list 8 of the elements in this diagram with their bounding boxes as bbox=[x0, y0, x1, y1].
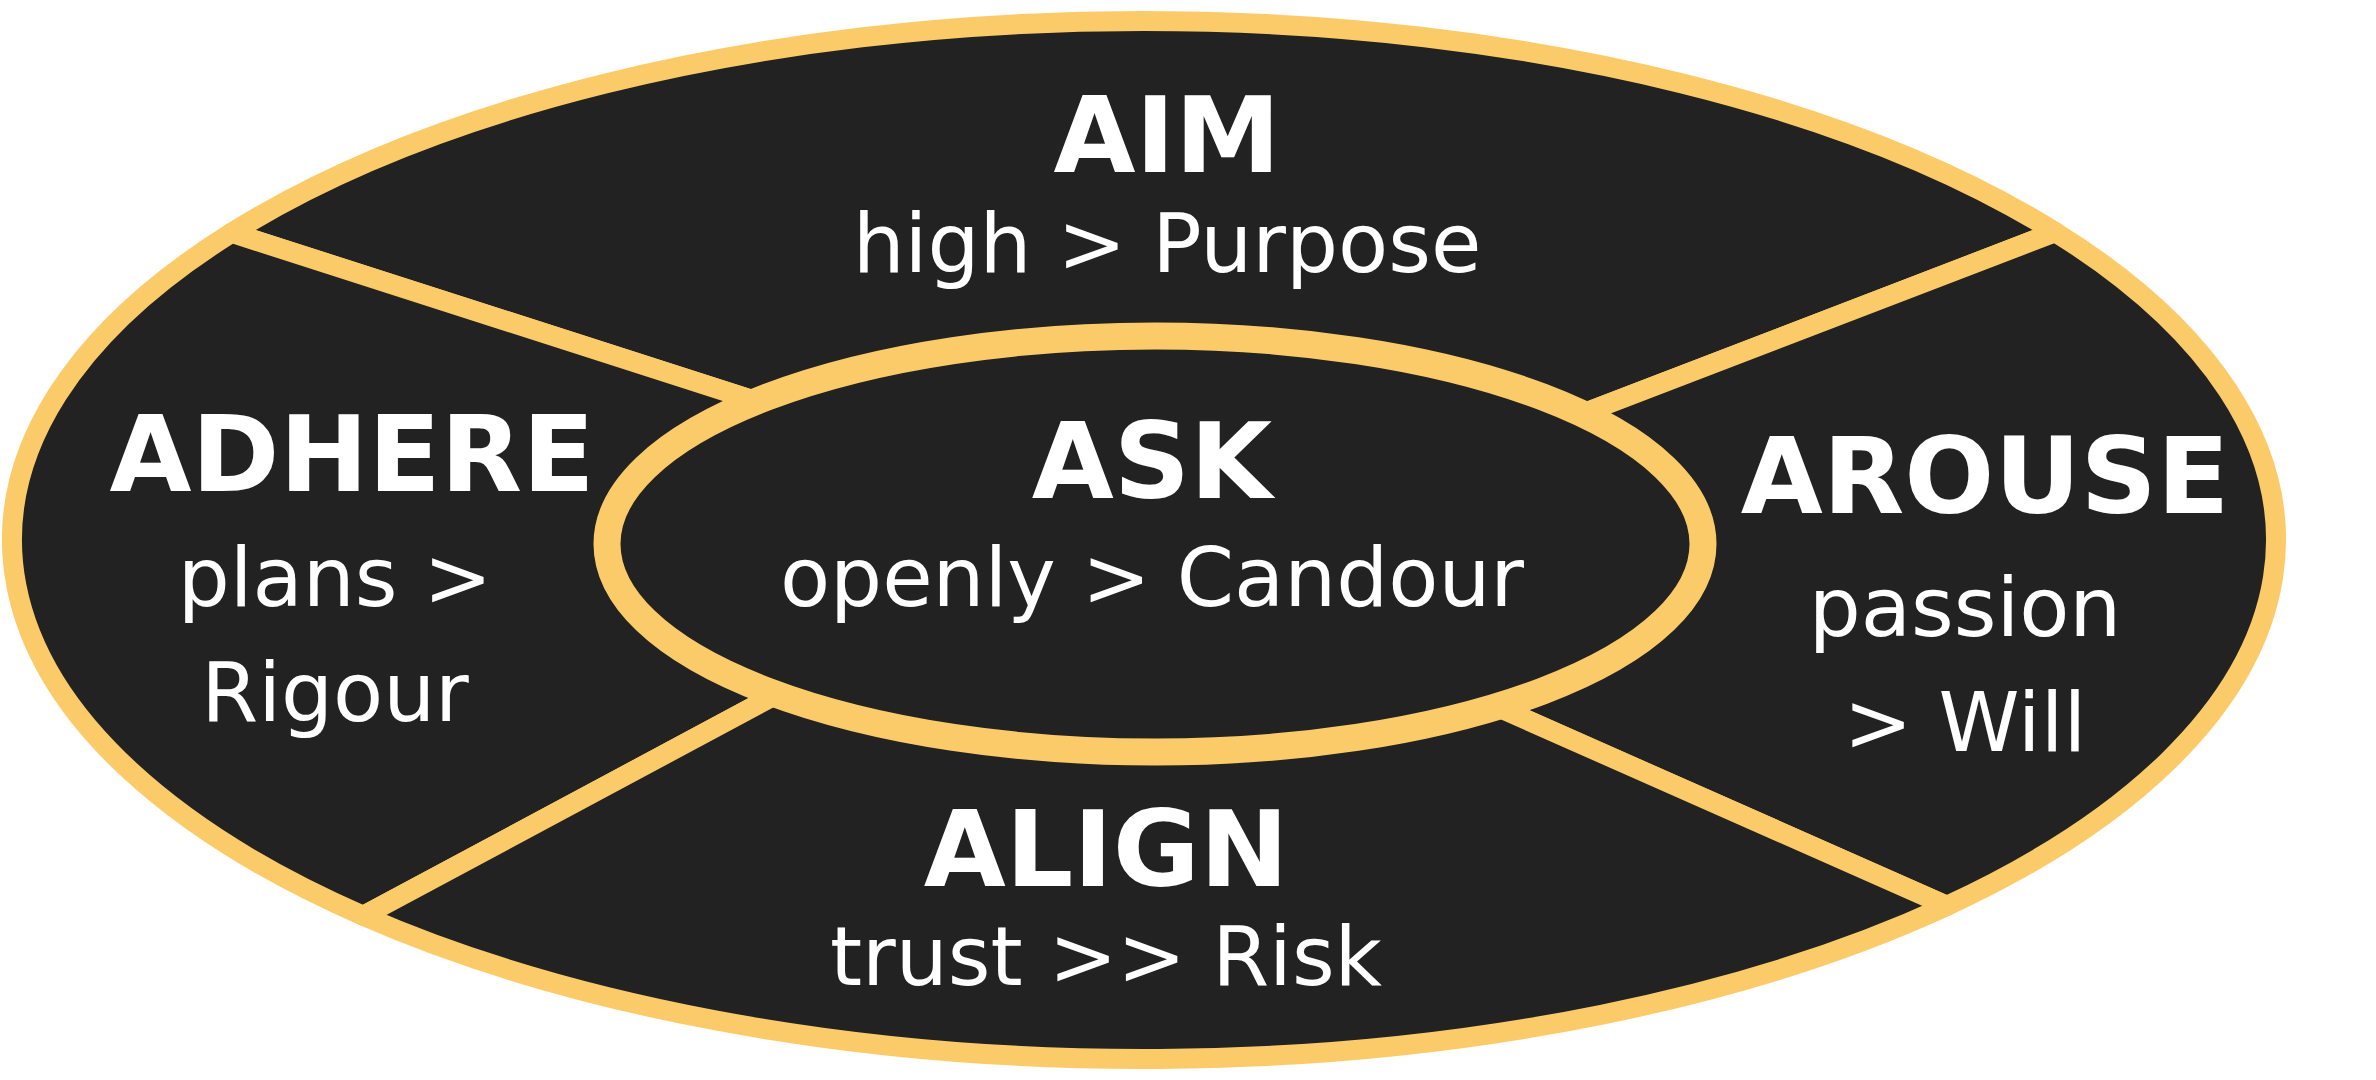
heading: AIM bbox=[1053, 75, 1281, 197]
heading: ASK bbox=[1031, 401, 1273, 523]
tagline: passion > Will bbox=[1807, 559, 2123, 772]
tagline: plans > Rigour bbox=[176, 529, 494, 742]
tagline: high > Purpose bbox=[852, 194, 1482, 293]
tagline: openly > Candour bbox=[779, 528, 1525, 627]
heading: ADHERE bbox=[109, 394, 595, 516]
heading: AROUSE bbox=[1740, 416, 2230, 538]
